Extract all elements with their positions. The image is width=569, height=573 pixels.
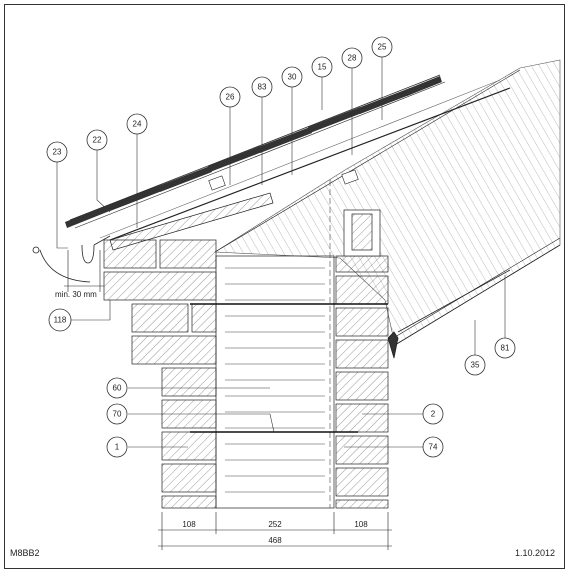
brick-wall-left [161,367,217,509]
callout-2: 2 [422,403,444,425]
cavity-insulation [215,180,335,509]
callout-81: 81 [494,337,516,359]
callout-118: 118 [48,308,72,332]
brick-wall-upper [103,239,217,365]
svg-text:24: 24 [133,120,142,129]
callout-30: 30 [281,66,303,88]
svg-text:28: 28 [348,54,357,63]
svg-text:81: 81 [501,344,510,353]
callout-74: 74 [422,436,444,458]
dim-total: 468 [268,536,282,545]
callout-70: 70 [106,403,128,425]
callout-28: 28 [341,47,363,69]
svg-text:23: 23 [53,148,62,157]
svg-text:22: 22 [93,136,102,145]
dim-outer-right: 108 [354,520,368,529]
svg-text:83: 83 [258,83,267,92]
callout-23: 23 [46,141,68,163]
drawing-date: 1.10.2012 [514,548,555,558]
dim-middle: 252 [268,520,282,529]
callout-22: 22 [86,129,108,151]
callout-26: 26 [219,86,241,108]
drawing-code: M8BB2 [10,548,40,558]
svg-text:1: 1 [115,443,120,452]
svg-text:60: 60 [113,384,122,393]
svg-text:2: 2 [431,410,436,419]
brick-wall-right [335,209,389,509]
svg-text:30: 30 [288,73,297,82]
svg-text:118: 118 [54,316,67,325]
callout-25: 25 [371,36,393,58]
callout-1: 1 [106,436,128,458]
gutter [32,235,111,283]
callout-60: 60 [106,377,128,399]
svg-text:26: 26 [226,93,235,102]
dim-outer-left: 108 [182,520,196,529]
svg-text:35: 35 [471,361,480,370]
svg-text:15: 15 [318,63,327,72]
roof-tiles [65,76,442,228]
svg-text:70: 70 [113,410,122,419]
callout-15: 15 [311,56,333,78]
callout-24: 24 [126,113,148,135]
callout-35: 35 [464,354,486,376]
min-clearance-label: min. 30 mm [55,290,97,299]
svg-text:74: 74 [429,443,438,452]
leader-lines [56,55,506,448]
svg-text:25: 25 [378,43,387,52]
dimension-chain: 108 252 108 468 [158,512,392,550]
soffit [387,269,511,359]
callout-83: 83 [251,76,273,98]
min-clearance-dimension: min. 30 mm [55,250,104,299]
